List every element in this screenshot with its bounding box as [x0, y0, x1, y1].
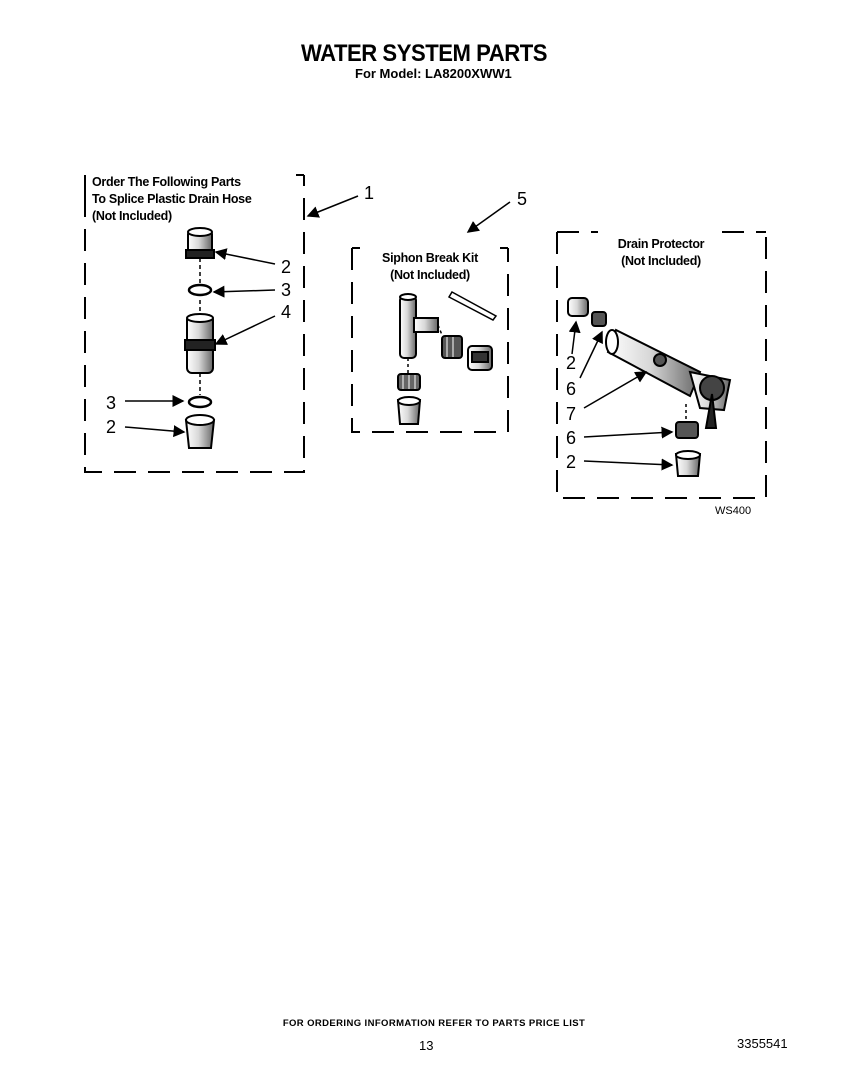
- splice-connector-top: [185, 227, 215, 259]
- splice-coupling: [184, 313, 216, 374]
- page-number: 13: [419, 1038, 434, 1053]
- splice-connector-bottom: [184, 414, 216, 449]
- callout-2-bottom: 2: [106, 417, 117, 437]
- callout-5: 5: [517, 189, 528, 209]
- model-subtitle: For Model: LA8200XWW1: [355, 66, 512, 81]
- drain-protector-body: [605, 328, 732, 429]
- splice-clamp-top: [187, 283, 213, 297]
- drain-leaders: [568, 320, 674, 471]
- drain-cap-bottom: [674, 450, 702, 477]
- callout-drain-7: 7: [566, 404, 577, 424]
- callout-3-bottom: 3: [106, 393, 117, 413]
- callout-drain-2-bottom: 2: [566, 452, 577, 472]
- siphon-fitting: [467, 345, 493, 371]
- drain-cap-top: [567, 297, 589, 317]
- siphon-tee: [399, 293, 439, 359]
- siphon-cap: [396, 396, 422, 425]
- siphon-tie-strap: [447, 290, 498, 321]
- callout-drain-6-bottom: 6: [566, 428, 577, 448]
- siphon-leader: [466, 201, 511, 233]
- diagram-code: WS400: [715, 505, 752, 517]
- callout-1: 1: [364, 183, 375, 203]
- callout-drain-6-top: 6: [566, 379, 577, 399]
- drain-protector-box: [556, 231, 767, 499]
- drain-ring-bottom: [675, 421, 699, 439]
- siphon-kit-box: [351, 247, 509, 433]
- siphon-nut: [441, 335, 463, 359]
- splice-kit-label: Order The Following Parts To Splice Plas…: [92, 175, 252, 223]
- document-number: 3355541: [737, 1036, 788, 1051]
- ordering-note: FOR ORDERING INFORMATION REFER TO PARTS …: [282, 1018, 586, 1029]
- splice-leaders: [124, 195, 359, 438]
- callout-drain-2-top: 2: [566, 353, 577, 373]
- siphon-ring: [397, 373, 421, 391]
- splice-clamp-bottom: [187, 395, 213, 409]
- callout-3-top: 3: [281, 280, 292, 300]
- drain-protector-label: Drain Protector (Not Included): [617, 237, 705, 268]
- splice-kit-box: [84, 174, 305, 473]
- callout-4: 4: [281, 302, 292, 322]
- siphon-kit-label: Siphon Break Kit (Not Included): [382, 251, 478, 282]
- drain-ring-top: [591, 311, 607, 327]
- page-title: WATER SYSTEM PARTS: [300, 40, 548, 67]
- callout-2-top: 2: [281, 257, 292, 277]
